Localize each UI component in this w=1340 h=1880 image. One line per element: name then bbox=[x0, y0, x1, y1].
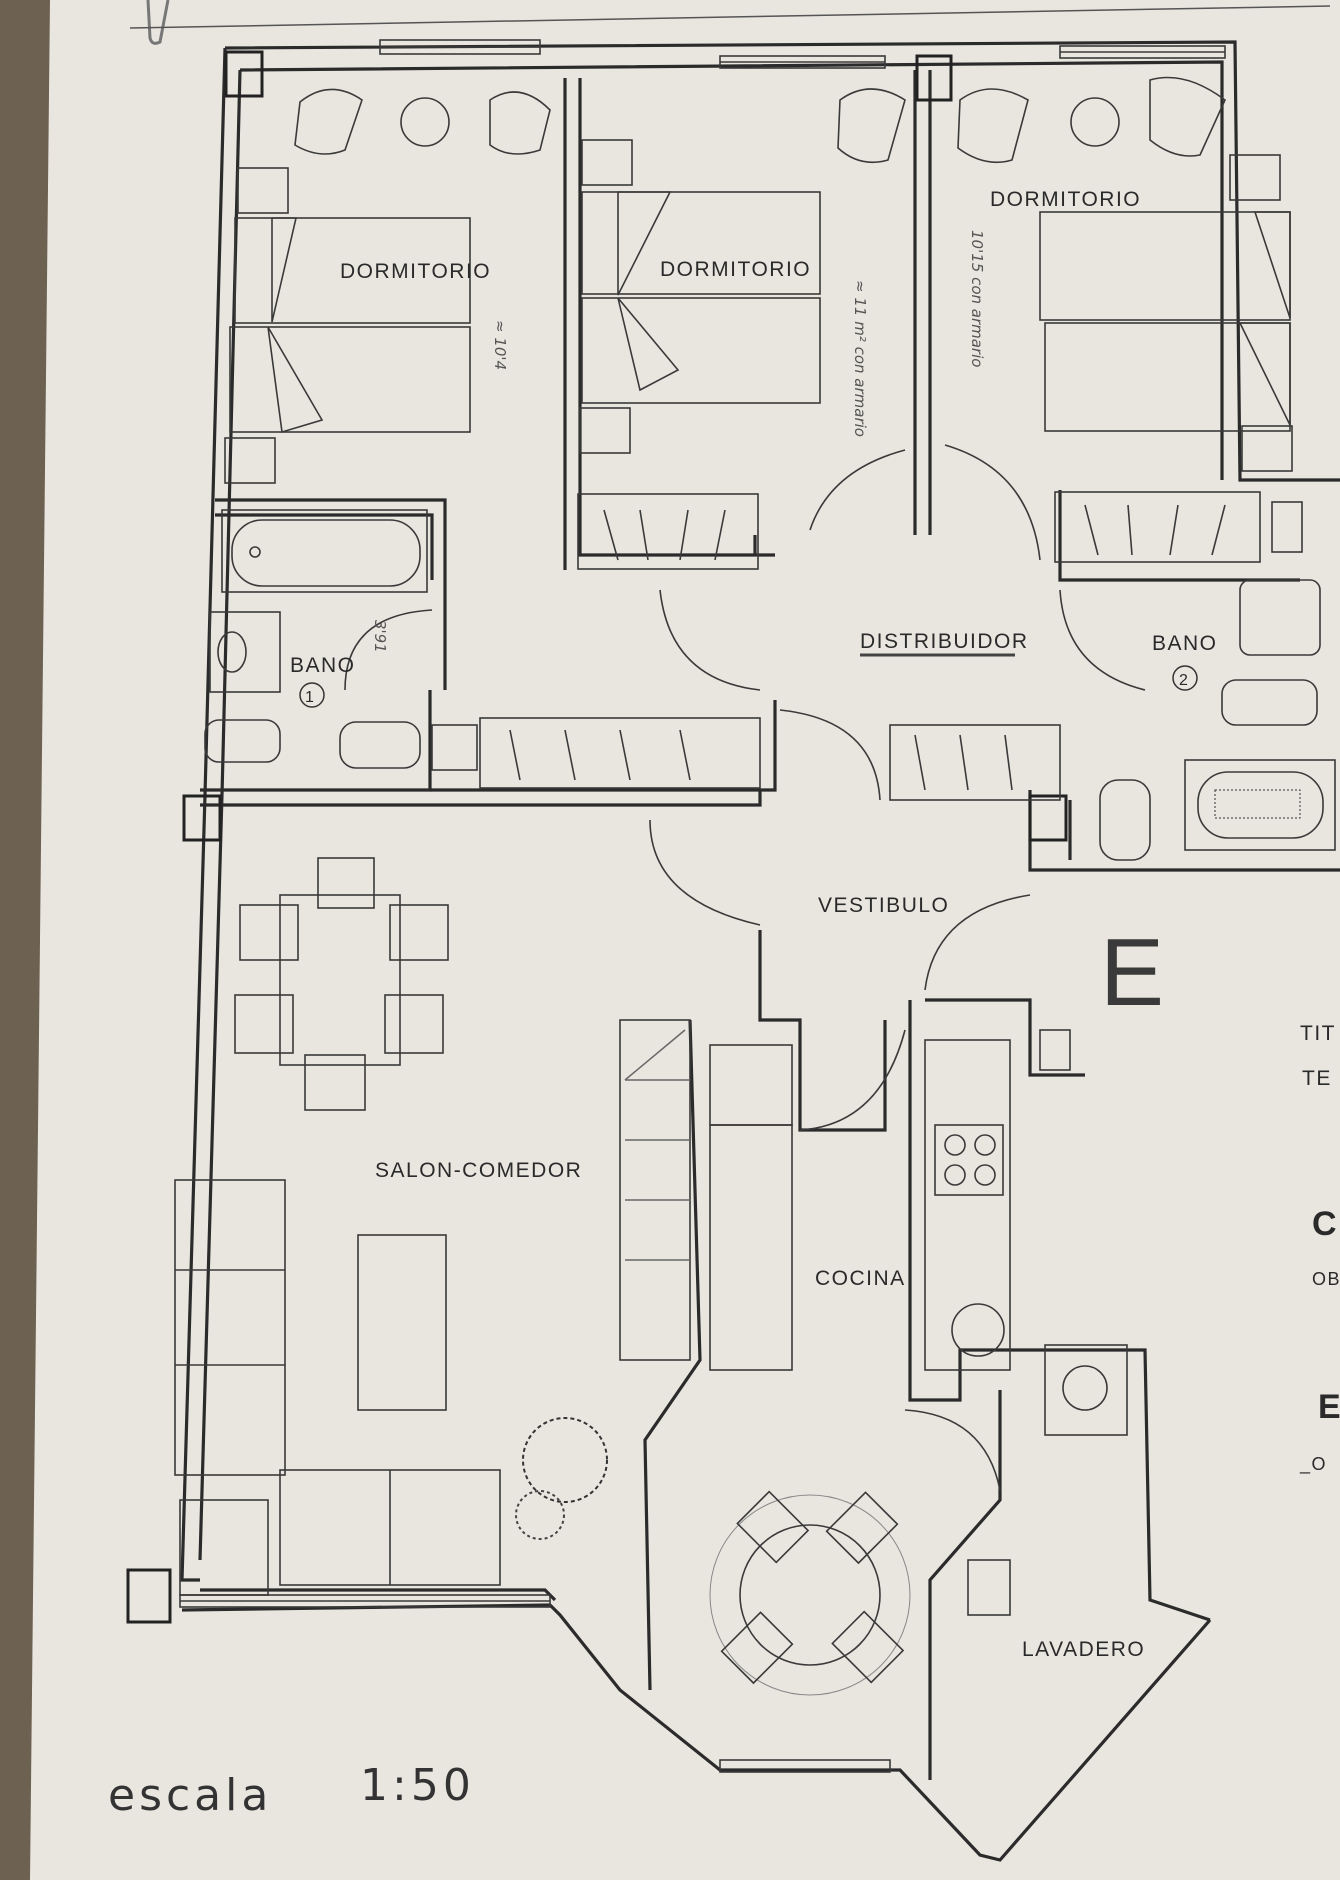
bedroom-2-furniture bbox=[577, 88, 906, 570]
bano-2-number-circle bbox=[1172, 665, 1198, 691]
bathroom-1-fixtures bbox=[204, 509, 478, 771]
paper-clip bbox=[146, 0, 170, 45]
room-label-cocina: COCINA bbox=[815, 1267, 906, 1290]
cut-title-2: TE bbox=[1302, 1067, 1332, 1090]
cut-title-4: OB bbox=[1312, 1269, 1340, 1289]
room-label-dormitorio-1: DORMITORIO bbox=[340, 260, 491, 283]
handwritten-note-2: ≈ 11 m² con armario bbox=[851, 280, 869, 437]
bedroom-1-furniture bbox=[224, 88, 551, 484]
scale-label: escala bbox=[108, 1770, 272, 1821]
room-label-dormitorio-3: DORMITORIO bbox=[990, 188, 1141, 211]
shelf bbox=[619, 1019, 691, 1361]
room-label-bano-1: BANO bbox=[290, 654, 356, 677]
bano-2-number: 2 bbox=[1179, 672, 1189, 689]
bedroom-3-furniture bbox=[957, 76, 1293, 563]
room-label-distribuidor: DISTRIBUIDOR bbox=[860, 630, 1029, 653]
breakfast-nook bbox=[709, 1490, 911, 1696]
pillars bbox=[126, 50, 1068, 1624]
laundry-fixtures bbox=[967, 1344, 1128, 1616]
section-letter-e: E bbox=[1100, 919, 1164, 1026]
cut-title-3: C bbox=[1312, 1205, 1338, 1243]
scale-value: 1:50 bbox=[360, 1760, 475, 1811]
bathroom-2-fixtures bbox=[1099, 501, 1336, 861]
bano-1-number: 1 bbox=[305, 689, 315, 706]
room-label-lavadero: LAVADERO bbox=[1022, 1638, 1145, 1661]
dining-set bbox=[234, 857, 449, 1111]
room-label-salon: SALON-COMEDOR bbox=[375, 1159, 582, 1182]
cut-title-6: _O bbox=[1299, 1454, 1327, 1475]
sheet-border bbox=[129, 5, 1331, 29]
doors bbox=[649, 444, 1146, 1491]
walls bbox=[180, 40, 1340, 1862]
kitchen-fixtures bbox=[709, 1029, 1071, 1371]
room-label-dormitorio-2: DORMITORIO bbox=[660, 258, 811, 281]
windows bbox=[179, 39, 1226, 1773]
room-label-bano-2: BANO bbox=[1152, 632, 1218, 655]
handwritten-note-4: 3'91 bbox=[371, 620, 389, 653]
room-label-vestibulo: VESTIBULO bbox=[818, 894, 949, 917]
handwritten-note-3: 10'15 con armario bbox=[968, 230, 986, 367]
cut-title-1: TIT bbox=[1300, 1022, 1336, 1045]
cut-title-5: E bbox=[1318, 1388, 1340, 1426]
handwritten-note-1: ≈ 10'4 bbox=[491, 320, 509, 370]
bano-1-number-circle bbox=[299, 682, 325, 708]
closets bbox=[479, 717, 1061, 801]
living-set bbox=[174, 1179, 608, 1596]
